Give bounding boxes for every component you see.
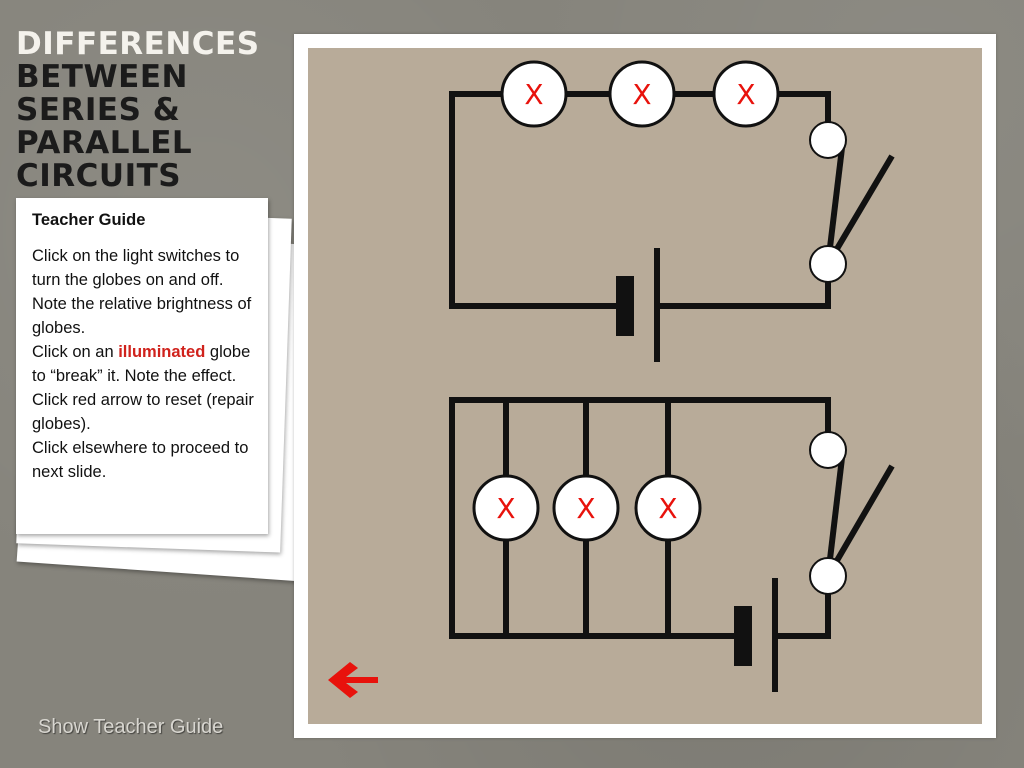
series-light-switch[interactable] — [809, 121, 895, 283]
parallel-light-switch[interactable] — [809, 431, 895, 595]
title-line-1: DIFFERENCES — [16, 26, 260, 62]
circuit-diagram: X X X X X X — [328, 60, 895, 698]
page-title: DIFFERENCES BETWEEN SERIES & PARALLEL CI… — [16, 28, 296, 193]
parallel-globe-2[interactable]: X — [552, 474, 620, 542]
parallel-globe-1[interactable]: X — [472, 474, 540, 542]
globe-mark: X — [576, 492, 595, 525]
parallel-globe-3[interactable]: X — [634, 474, 702, 542]
guide-line-3a: Click on an — [32, 343, 114, 361]
title-line-2: BETWEEN SERIES & PARALLEL CIRCUITS — [16, 59, 193, 194]
globe-mark: X — [658, 492, 677, 525]
series-globe-1[interactable]: X — [500, 60, 568, 128]
guide-line-3b: globe to “break” it. Note the effect. — [32, 343, 251, 385]
reset-arrow-button[interactable] — [328, 662, 378, 698]
series-globe-2[interactable]: X — [608, 60, 676, 128]
circuit-board: X X X X X X — [294, 34, 996, 738]
teacher-guide-heading: Teacher Guide — [32, 211, 146, 229]
teacher-guide-card — [16, 198, 268, 534]
globe-mark: X — [496, 492, 515, 525]
guide-line-2: Note the relative brightness of globes. — [32, 295, 252, 337]
left-arrow-icon — [328, 662, 378, 698]
series-battery-icon — [616, 248, 660, 362]
circuit-board-inner: X X X X X X — [308, 48, 982, 724]
teacher-guide-text: Teacher Guide Click on the light switche… — [32, 208, 256, 484]
show-teacher-guide-button[interactable]: Show Teacher Guide — [38, 716, 224, 738]
guide-line-4: Click red arrow to reset (repair globes)… — [32, 391, 254, 433]
globe-mark: X — [632, 78, 651, 111]
guide-line-5: Click elsewhere to proceed to next slide… — [32, 439, 249, 481]
guide-line-1: Click on the light switches to turn the … — [32, 247, 240, 289]
series-globe-3[interactable]: X — [712, 60, 780, 128]
parallel-circuit-wires — [449, 397, 831, 639]
globe-mark: X — [524, 78, 543, 111]
parallel-battery-icon — [734, 578, 778, 692]
globe-mark: X — [736, 78, 755, 111]
guide-highlight-illuminated: illuminated — [118, 343, 206, 361]
